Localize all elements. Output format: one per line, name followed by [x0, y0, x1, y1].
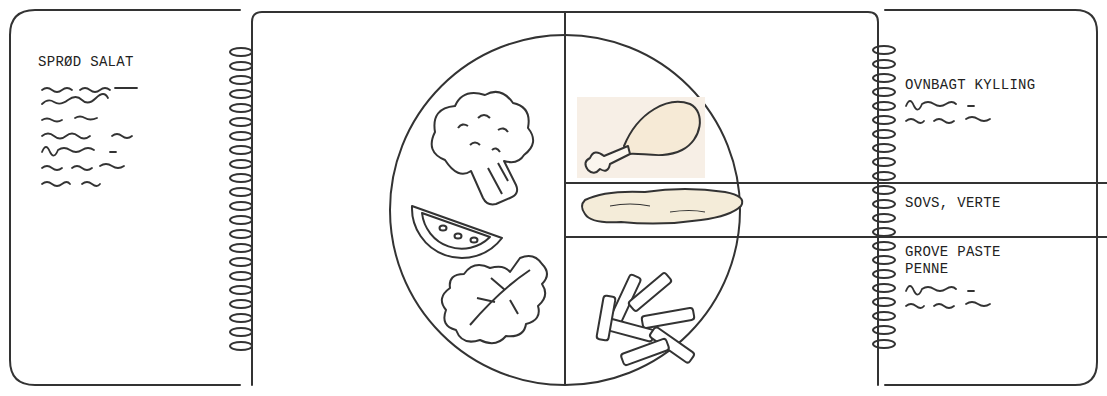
- notebook-outline: [10, 10, 240, 385]
- spread-outline: [252, 12, 878, 385]
- divider-line: [564, 12, 566, 385]
- band-line: [565, 182, 1107, 184]
- menu-band: GROVE PASTE PENNE: [890, 237, 1097, 385]
- menu-heading: SOVS, VERTE: [905, 195, 1090, 212]
- lettuce-leaf: [442, 256, 547, 343]
- menu-heading: GROVE PASTE PENNE: [905, 244, 1025, 278]
- menu-heading: OVNBAGT KYLLING: [905, 77, 1090, 94]
- menu-heading: SPRØD SALAT: [38, 54, 233, 71]
- broccoli: [432, 92, 533, 205]
- gravy-detail: [610, 204, 705, 212]
- plate: [390, 35, 740, 385]
- gravy: [582, 189, 742, 224]
- chicken-leg: [585, 102, 699, 173]
- chicken-background: [577, 97, 705, 178]
- penne-pasta: [596, 272, 695, 366]
- notebook-outline: [885, 10, 1097, 385]
- spiral-binding: [230, 48, 252, 350]
- band-line: [565, 236, 1107, 238]
- tomato-slice: [412, 206, 502, 258]
- spiral-binding: [873, 46, 895, 348]
- menu-band: SOVS, VERTE: [890, 183, 1097, 237]
- notebook-page: SPRØD SALAT: [10, 10, 240, 385]
- menu-band: OVNBAGT KYLLING: [890, 10, 1097, 183]
